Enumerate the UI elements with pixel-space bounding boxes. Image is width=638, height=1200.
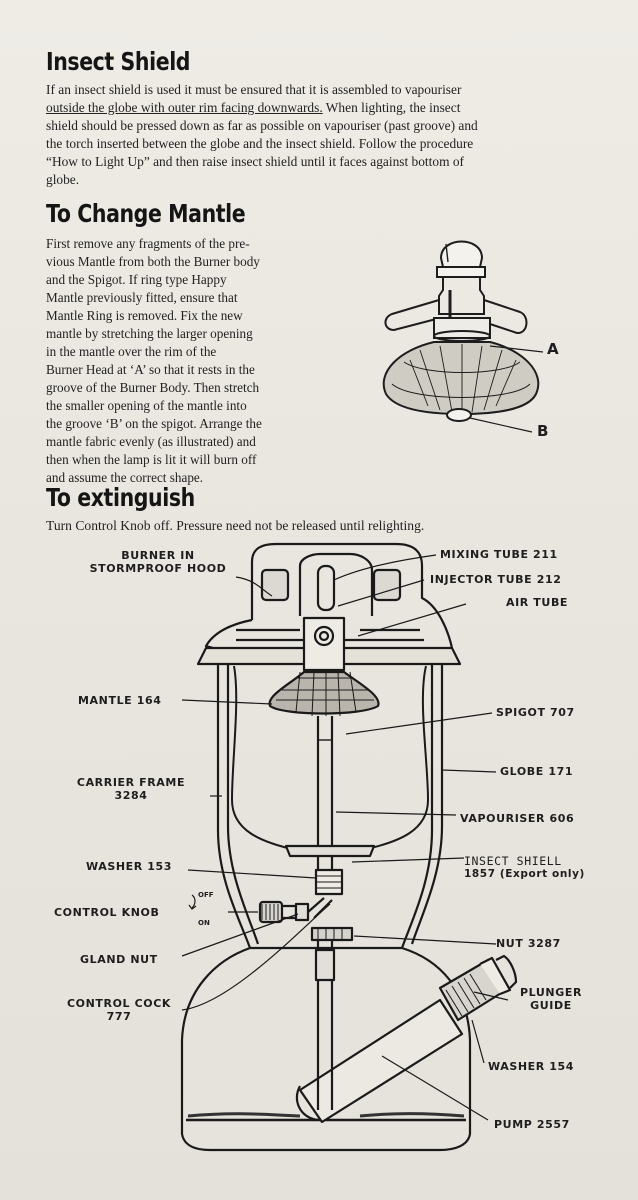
extinguish-heading: To extinguish: [46, 483, 195, 512]
label-plunger-guide: PLUNGER GUIDE: [508, 986, 594, 1012]
change-mantle-heading: To Change Mantle: [46, 199, 246, 228]
label-washer-154: WASHER 154: [488, 1060, 575, 1073]
label-burner-line1: BURNER IN: [121, 549, 195, 562]
insect-shield-line-5: “How to Light Up” and then raise insect …: [46, 154, 464, 169]
mantle-line-2: vious Mantle from both the Burner body: [46, 254, 260, 269]
mantle-line-14: and assume the correct shape.: [46, 470, 204, 485]
label-b: B: [537, 422, 550, 440]
label-insect-line1: INSECT SHIELL: [464, 854, 562, 868]
label-control-knob: CONTROL KNOB: [54, 906, 160, 919]
label-nut-3287: NUT 3287: [496, 937, 561, 950]
insect-shield-underlined: outside the globe with outer rim facing …: [46, 100, 323, 115]
label-insect-shield: INSECT SHIELL 1857 (Export only): [464, 855, 585, 881]
label-mixing-tube: MIXING TUBE 211: [440, 548, 558, 561]
mantle-line-6: mantle by stretching the larger opening: [46, 326, 253, 341]
label-mantle: MANTLE 164: [78, 694, 162, 707]
label-burner-line2: STORMPROOF HOOD: [89, 562, 227, 575]
label-injector-tube: INJECTOR TUBE 212: [430, 573, 562, 586]
label-control-cock-line2: 777: [106, 1010, 132, 1023]
insect-shield-line-6: globe.: [46, 172, 80, 187]
label-carrier-line2: 3284: [114, 789, 148, 802]
label-control-cock-line1: CONTROL COCK: [66, 997, 171, 1010]
insect-shield-line-2: outside the globe with outer rim facing …: [46, 99, 602, 117]
mantle-line-5: Mantle Ring is removed. Fix the new: [46, 308, 243, 323]
label-globe: GLOBE 171: [500, 765, 574, 778]
label-plunger-line1: PLUNGER: [519, 986, 583, 999]
mantle-line-7: in the mantle over the rim of the: [46, 344, 217, 359]
mantle-line-12: mantle fabric evenly (as illustrated) an…: [46, 434, 256, 449]
mantle-line-1: First remove any fragments of the pre-: [46, 236, 250, 251]
label-plunger-line2: GUIDE: [530, 999, 572, 1012]
label-spigot: SPIGOT 707: [496, 706, 575, 719]
mantle-line-11: the groove ‘B’ on the spigot. Arrange th…: [46, 416, 262, 431]
mantle-line-9: groove of the Burner Body. Then stretch: [46, 380, 260, 395]
insect-shield-line-4: the torch inserted between the globe and…: [46, 136, 474, 151]
label-pump: PUMP 2557: [494, 1118, 570, 1131]
mantle-line-8: Burner Head at ‘A’ so that it rests in t…: [46, 362, 255, 377]
extinguish-text: Turn Control Knob off. Pressure need not…: [46, 518, 425, 533]
insect-shield-line-3: shield should be pressed down as far as …: [46, 118, 478, 133]
label-washer-153: WASHER 153: [86, 860, 173, 873]
mantle-line-3: and the Spigot. If ring type Happy: [46, 272, 227, 287]
label-insect-line2: 1857 (Export only): [464, 868, 585, 880]
insect-shield-heading: Insect Shield: [46, 47, 191, 76]
mantle-line-10: the smaller opening of the mantle into: [46, 398, 247, 413]
label-off: OFF: [198, 891, 214, 899]
label-gland-nut: GLAND NUT: [80, 953, 158, 966]
label-a: A: [547, 340, 560, 358]
label-burner-hood: BURNER IN STORMPROOF HOOD: [78, 549, 238, 575]
mantle-line-4: Mantle previously fitted, ensure that: [46, 290, 238, 305]
label-control-cock: CONTROL COCK 777: [54, 997, 184, 1023]
label-air-tube: AIR TUBE: [506, 596, 569, 609]
insect-shield-line-1: If an insect shield is used it must be e…: [46, 82, 462, 97]
label-vapouriser: VAPOURISER 606: [460, 812, 575, 825]
label-on: ON: [198, 919, 210, 927]
insect-shield-paragraph: If an insect shield is used it must be e…: [46, 81, 602, 189]
mantle-line-13: then when the lamp is lit it will burn o…: [46, 452, 257, 467]
label-carrier-frame: CARRIER FRAME 3284: [66, 776, 196, 802]
insect-shield-line-2-tail: When lighting, the insect: [322, 100, 461, 115]
change-mantle-paragraph: First remove any fragments of the pre- v…: [46, 235, 328, 487]
label-carrier-line1: CARRIER FRAME: [76, 776, 186, 789]
